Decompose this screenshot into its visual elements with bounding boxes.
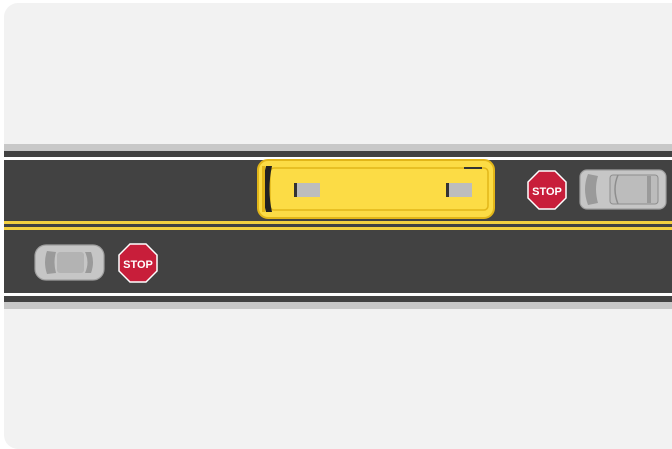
car-icon bbox=[580, 170, 666, 209]
center-line-lower bbox=[4, 227, 672, 230]
curb-top bbox=[4, 144, 672, 151]
car-icon bbox=[35, 245, 104, 280]
curb-bottom bbox=[4, 302, 672, 309]
stop-sign-upper: STOP bbox=[528, 171, 566, 209]
center-line-upper bbox=[4, 221, 672, 224]
stop-sign-lower: STOP bbox=[119, 244, 157, 282]
stop-sign-upper-label: STOP bbox=[532, 186, 562, 198]
road-diagram: STOP STOP bbox=[4, 3, 672, 449]
school-bus-icon bbox=[258, 160, 494, 218]
stop-sign-lower-label: STOP bbox=[123, 259, 153, 271]
road-scene: STOP STOP bbox=[4, 3, 672, 449]
edge-line-bottom bbox=[4, 293, 672, 296]
